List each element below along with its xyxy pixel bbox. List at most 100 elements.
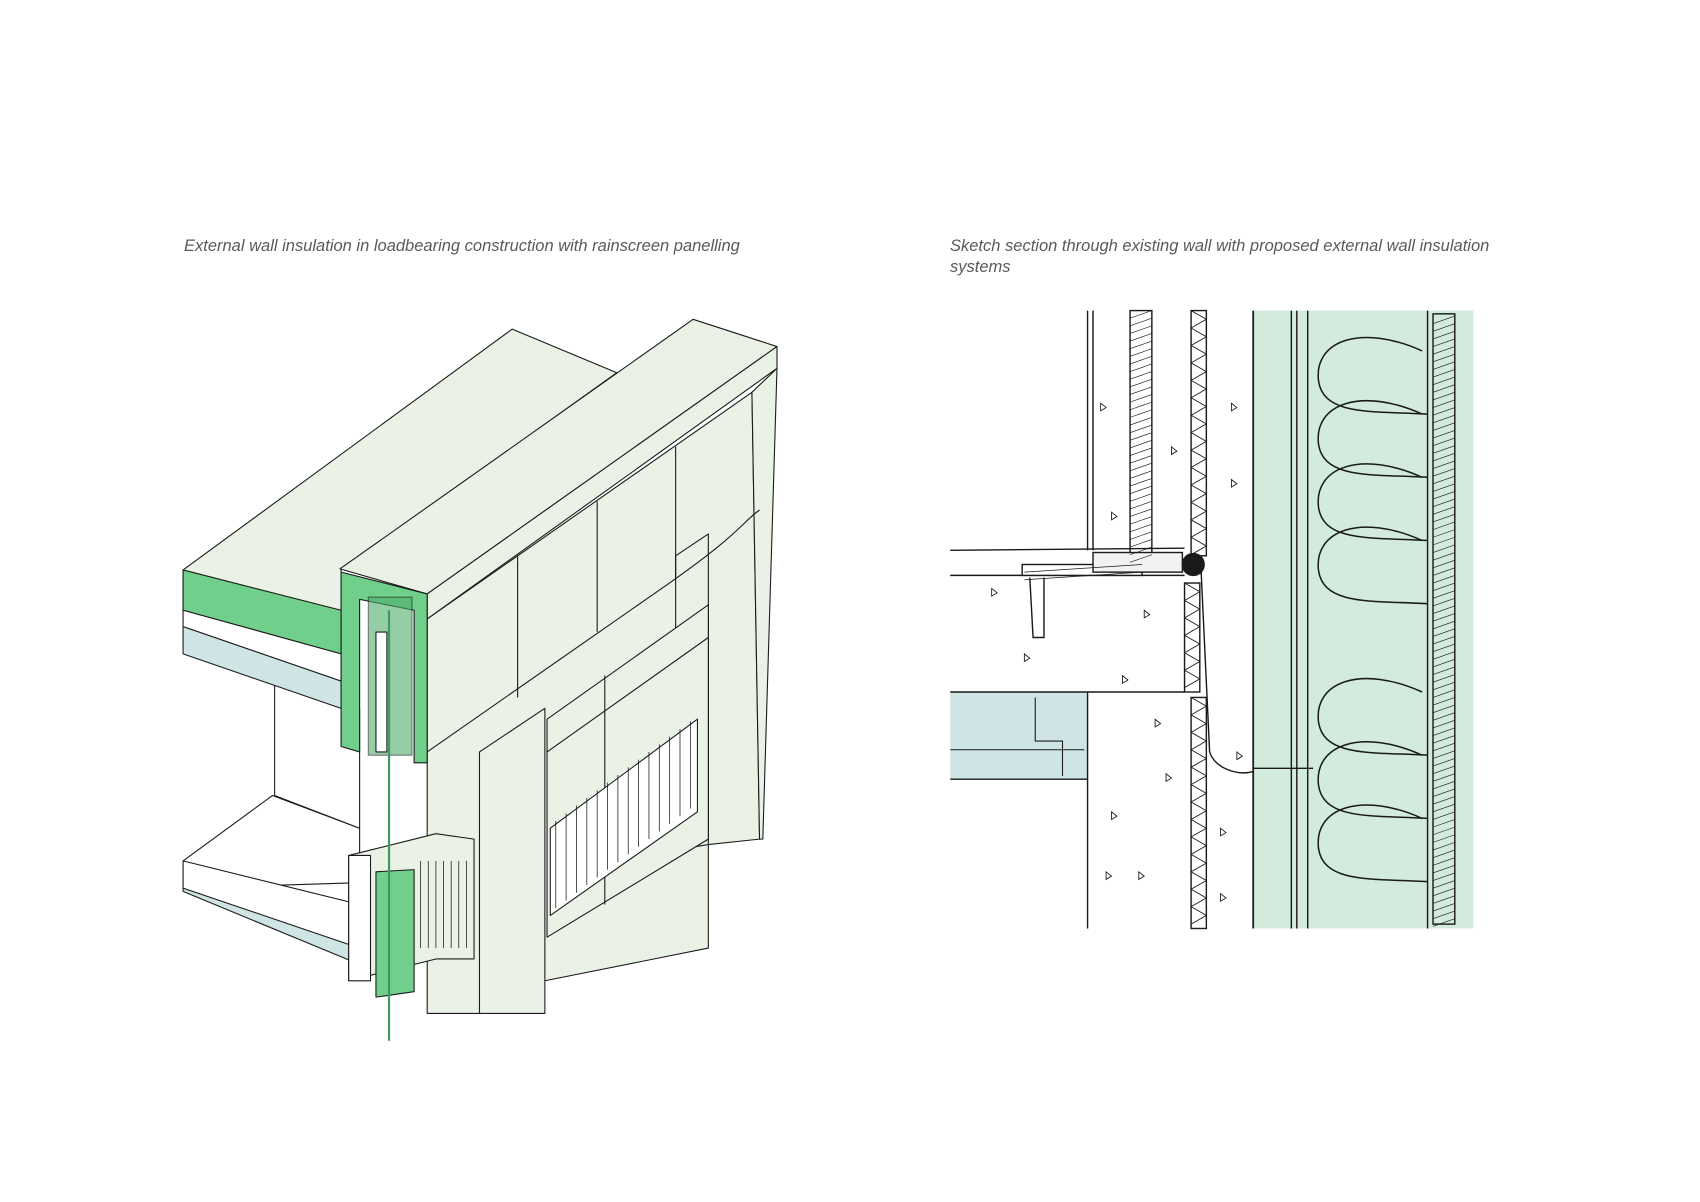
aggregate-mark <box>1230 402 1238 412</box>
hatch-line <box>1432 788 1455 797</box>
hatch-line <box>1432 613 1455 622</box>
balustrade-lines <box>420 860 467 949</box>
hatch-line <box>1432 811 1455 820</box>
hatch-line <box>1432 590 1455 599</box>
hatch-line <box>1432 727 1455 736</box>
hatch-line <box>1129 340 1152 350</box>
insulation-loop <box>1317 400 1428 479</box>
hatch-line <box>1432 544 1455 553</box>
hatch-line <box>1432 552 1455 561</box>
hatch-line <box>1432 582 1455 591</box>
hatch-line <box>1432 735 1455 744</box>
aggregate-mark <box>1138 870 1145 881</box>
hatch-line <box>1432 864 1455 874</box>
hatch-line <box>1432 887 1455 897</box>
hatch-line <box>1432 658 1455 668</box>
aggregate-mark <box>1230 478 1238 488</box>
hatch-line <box>1129 485 1152 494</box>
hatch-line <box>1432 445 1455 454</box>
hatch-line <box>1129 554 1152 563</box>
insulation-loop <box>1317 336 1428 415</box>
hatch-line <box>1432 834 1455 843</box>
hatch-line <box>1129 539 1152 548</box>
hatch-line <box>1432 399 1455 408</box>
hatch-line <box>1432 353 1455 363</box>
hatch-line <box>1432 575 1455 584</box>
hatch-line <box>1129 310 1152 319</box>
hatch-line <box>1129 417 1152 426</box>
hatch-line <box>1432 422 1455 431</box>
hatch-line <box>1432 674 1455 683</box>
hatch-line <box>1129 356 1152 365</box>
aggregate-mark <box>1111 511 1118 521</box>
hatch-line <box>1129 516 1152 525</box>
hatch-line <box>1432 384 1455 393</box>
hatch-line <box>1432 918 1455 927</box>
hatch-line <box>1129 546 1152 555</box>
hatch-line <box>1432 910 1455 919</box>
hatch-line <box>1432 697 1455 706</box>
aggregate-mark <box>1154 718 1162 728</box>
hatch-line <box>1432 315 1455 324</box>
hatch-line <box>1432 414 1455 424</box>
hatch-line <box>1432 483 1455 492</box>
aggregate-mark <box>1220 827 1227 837</box>
hatch-line <box>1432 666 1455 675</box>
hatch-line <box>1432 826 1455 836</box>
hatch-line <box>1432 521 1455 530</box>
hatch-line <box>1024 564 1143 573</box>
hatch-line <box>1432 636 1455 645</box>
hatch-line <box>1432 338 1455 347</box>
hatch-line <box>1129 371 1152 380</box>
hatch-line <box>1129 462 1152 472</box>
hatch-line <box>1432 376 1455 385</box>
hatch-line <box>1432 430 1455 439</box>
hatch-line <box>1432 506 1455 515</box>
hatch-line <box>1432 491 1455 500</box>
hatch-line <box>1129 493 1152 502</box>
hatch-line <box>1432 597 1455 607</box>
insulation-loop <box>1317 804 1428 883</box>
insulation-zigzag <box>1190 310 1208 556</box>
insulation-loop <box>1317 741 1428 820</box>
hatch-line <box>1129 447 1152 456</box>
hatch-line <box>1432 712 1455 721</box>
hatch-line <box>1432 559 1455 569</box>
hatch-line <box>1432 781 1455 790</box>
hatch-line <box>1129 325 1152 334</box>
hatch-line <box>1432 330 1455 340</box>
aggregate-mark <box>1105 870 1113 881</box>
hatch-line <box>1432 819 1455 828</box>
hatch-line <box>1432 643 1455 652</box>
hatch-line <box>1129 500 1152 510</box>
hatch-line <box>1432 514 1455 523</box>
aggregate-mark <box>1171 445 1178 456</box>
hatch-line <box>1129 386 1152 395</box>
aggregate-mark <box>1111 810 1118 821</box>
insulation-loop <box>1317 526 1428 605</box>
hatch-line <box>1129 378 1152 388</box>
hatch-line <box>1129 508 1152 517</box>
hatch-line <box>1432 460 1455 469</box>
hatch-line <box>1129 455 1152 464</box>
hatch-line <box>1432 903 1455 912</box>
hatch-line <box>1432 475 1455 485</box>
axonometric-drawing <box>182 318 778 1041</box>
hatch-line <box>1129 409 1152 418</box>
aggregate-mark <box>991 587 998 597</box>
hatch-line <box>1432 857 1455 866</box>
hatch-line <box>1432 803 1455 813</box>
aggregate-mark <box>1165 772 1173 783</box>
hatch-line <box>1432 361 1455 370</box>
hatch-line <box>1129 478 1152 487</box>
hatch-line <box>1432 681 1455 691</box>
hatch-line <box>1432 498 1455 508</box>
hatch-line <box>1432 346 1455 355</box>
aggregate-mark <box>1100 402 1107 412</box>
insulation-zigzag <box>1183 582 1201 689</box>
hatch-line <box>1432 895 1455 904</box>
hatch-line <box>1024 571 1143 581</box>
hatch-line <box>1432 773 1455 782</box>
section-hatching <box>991 310 1455 927</box>
hatch-line <box>1432 536 1455 546</box>
